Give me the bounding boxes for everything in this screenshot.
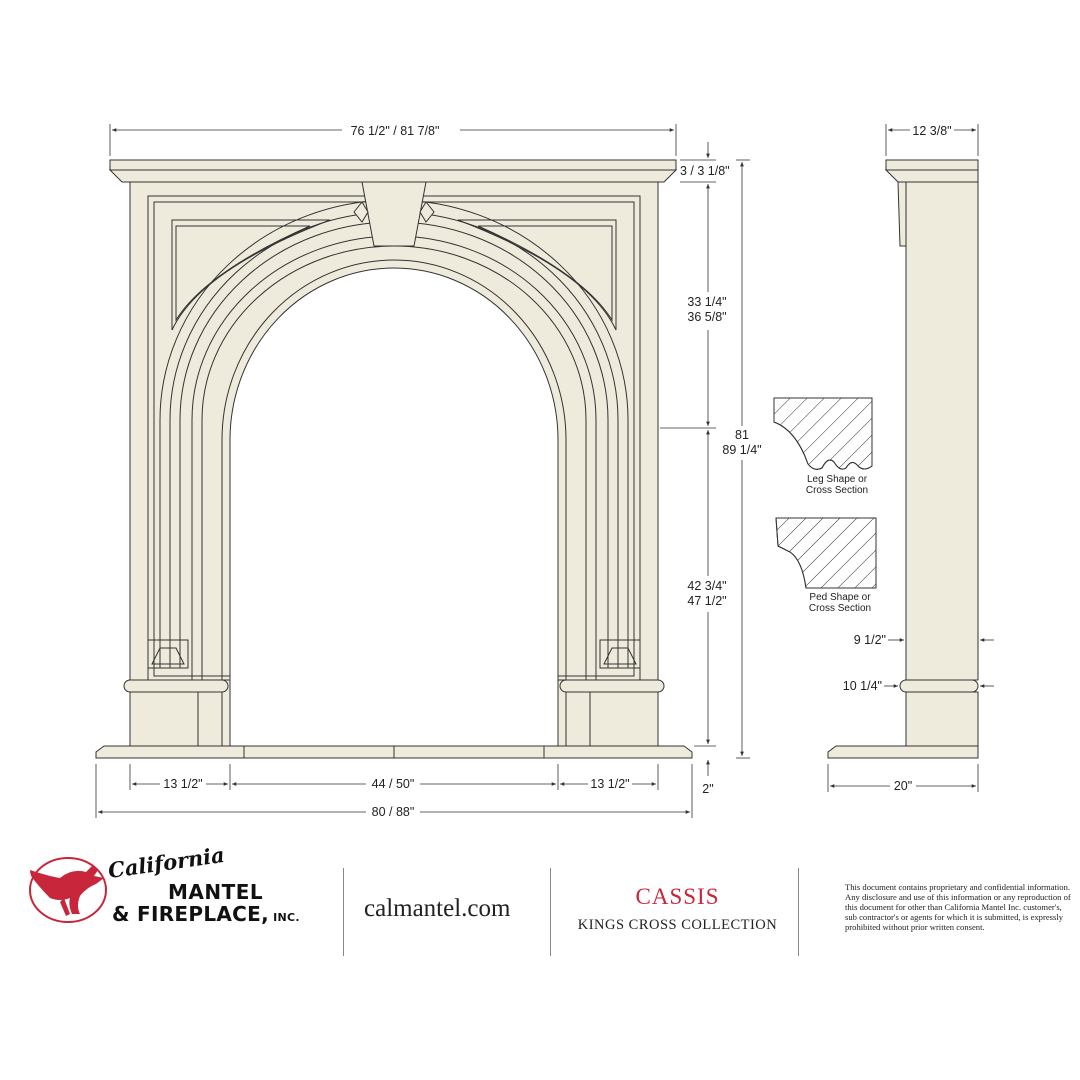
dim-arch-upper-b: 36 5/8" (687, 310, 726, 324)
dim-leg-lower-b: 47 1/2" (687, 594, 726, 608)
dim-hearth-width: 80 / 88" (372, 805, 415, 819)
dim-hearth-thickness: 2" (702, 782, 713, 796)
leg-section-caption-1: Leg Shape or (807, 474, 868, 485)
side-elevation (827, 159, 979, 759)
leg-panel-right (599, 639, 641, 669)
front-elevation (95, 159, 693, 759)
side-plinth-collar (899, 679, 979, 693)
brand-inc: INC. (269, 911, 300, 924)
legal-notice: This document contains proprietary and c… (845, 882, 1071, 932)
dim-shelf-thickness: 3 / 3 1/8" (680, 164, 730, 178)
dim-overall-top-width: 76 1/2" / 81 7/8" (351, 124, 440, 138)
product-name: CASSIS (635, 884, 720, 909)
fireplace-opening (229, 267, 559, 747)
dim-leg-lower-a: 42 3/4" (687, 579, 726, 593)
brand-name-line2: & FIREPLACE, INC. (112, 902, 300, 926)
kangaroo-logo-icon (29, 857, 107, 923)
mantel-shelf (109, 159, 677, 171)
dim-overall-height-a: 81 (735, 428, 749, 442)
brand-name-line2-text: & FIREPLACE, (112, 902, 269, 926)
dim-side-base-depth: 20" (894, 779, 912, 793)
dim-side-shelf-depth: 12 3/8" (912, 124, 951, 138)
ped-section-caption-1: Ped Shape or (809, 592, 871, 603)
shelf-crown (108, 169, 678, 183)
dim-arch-upper-a: 33 1/4" (687, 295, 726, 309)
leg-section-caption-2: Cross Section (806, 485, 868, 496)
keystone (361, 181, 427, 247)
brand-name-line1: MANTEL (168, 880, 264, 904)
dim-leg-width-left: 13 1/2" (163, 777, 202, 791)
leg-cross-section (773, 397, 873, 470)
plinth-collar-left (123, 679, 229, 693)
footer-divider-3 (798, 868, 799, 956)
dim-opening-width: 44 / 50" (372, 777, 415, 791)
side-hearth (827, 745, 979, 759)
side-leg (905, 181, 979, 681)
plinth-collar-right (559, 679, 665, 693)
dimension-lines (95, 124, 994, 818)
spandrel-right (457, 219, 617, 331)
dim-side-ped-depth: 10 1/4" (843, 679, 882, 693)
website-link[interactable]: calmantel.com (364, 895, 511, 922)
leg-panel-left (147, 639, 189, 669)
footer-divider-2 (550, 868, 551, 956)
ped-section-caption-2: Cross Section (809, 603, 871, 614)
dim-overall-height-b: 89 1/4" (722, 443, 761, 457)
dim-leg-width-right: 13 1/2" (590, 777, 629, 791)
footer-divider-1 (343, 868, 344, 956)
collection-name: KINGS CROSS COLLECTION (577, 917, 778, 933)
ped-cross-section (775, 517, 877, 589)
dim-side-leg-depth: 9 1/2" (854, 633, 886, 647)
spandrel-left (171, 219, 331, 331)
